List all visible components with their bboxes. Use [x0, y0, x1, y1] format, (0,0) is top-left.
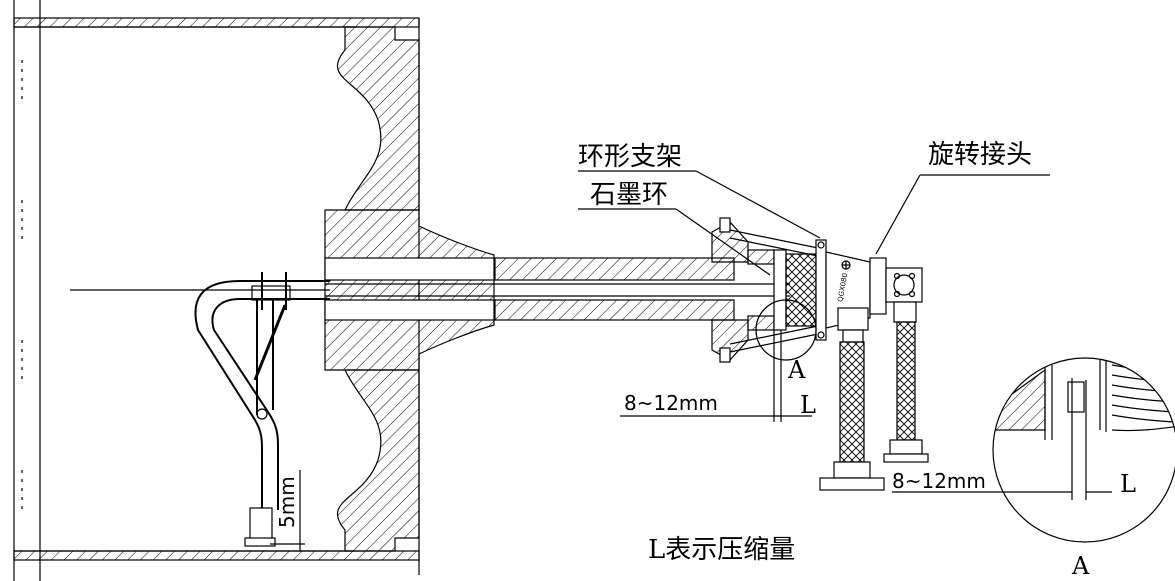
compression-note: L表示压缩量	[648, 535, 795, 565]
detail-gap-label: 8~12mm	[892, 469, 986, 493]
section-mark: A	[787, 356, 806, 384]
detail-l-label: L	[1120, 470, 1136, 498]
rotary-joint-label: 旋转接头	[928, 140, 1032, 170]
frame-lines	[13, 0, 41, 581]
clearance-dimension: 5mm	[270, 470, 305, 551]
journal-shaft	[70, 257, 790, 321]
rotary-joint-body: QGX080	[773, 239, 923, 341]
detail-view-a: 8~12mm L A	[892, 357, 1175, 580]
main-gap-dimension: 8~12mm L	[620, 330, 816, 422]
section-circle	[755, 299, 817, 361]
ring-bracket-label: 环形支架	[578, 142, 682, 172]
left-hose	[819, 307, 885, 491]
main-l-label: L	[800, 391, 816, 419]
ring-bracket	[711, 217, 819, 363]
right-hose	[883, 301, 929, 463]
clearance-label: 5mm	[275, 476, 299, 528]
main-gap-label: 8~12mm	[624, 391, 718, 415]
callouts: 环形支架 石墨环 旋转接头	[578, 140, 1050, 276]
siphon-pipe	[194, 272, 330, 547]
detail-title: A	[1071, 552, 1090, 580]
cylinder-head	[324, 26, 496, 552]
graphite-ring-label: 石墨环	[590, 180, 668, 210]
